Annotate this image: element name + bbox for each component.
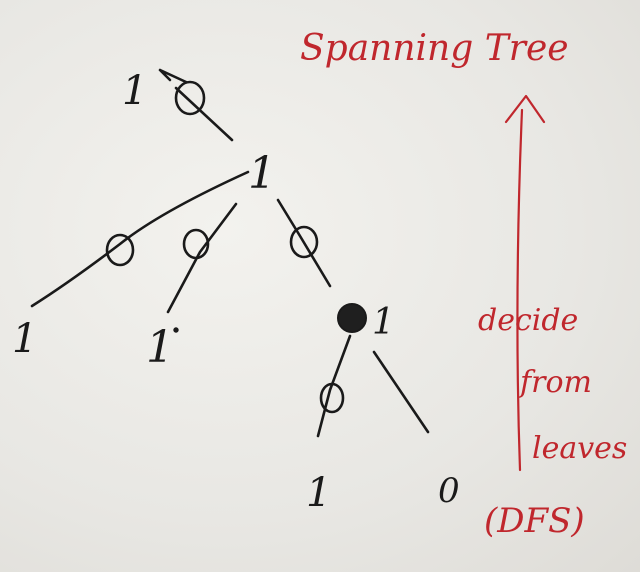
sub-node-filled-circle (337, 303, 367, 333)
edge-mid-to-leaf-b (166, 202, 238, 314)
leaf-a-label: 1 (12, 316, 37, 362)
note-leaves: leaves (532, 431, 627, 466)
leaf-b-dot (173, 327, 179, 333)
edge-sub-to-leaf-d (372, 350, 430, 434)
sub-count-label: 1 (372, 302, 395, 343)
title-text: Spanning Tree (300, 28, 569, 69)
root-zero-circle (174, 80, 206, 116)
note-dfs: (DFS) (484, 501, 585, 541)
root-count-label: 1 (122, 68, 147, 114)
leaf-c-label: 1 (306, 470, 331, 516)
edge-sub-to-leaf-c (316, 334, 352, 438)
mid-count-label: 1 (248, 148, 276, 199)
root-arrow (158, 68, 188, 84)
edge-a-zero-circle (105, 233, 135, 267)
edge-mid-to-leaf-a (30, 170, 250, 308)
leaf-d-label: 0 (438, 471, 460, 511)
root-edge (174, 86, 234, 142)
edge-c-zero-circle (289, 225, 319, 259)
edge-d-zero-circle (319, 382, 345, 414)
edge-mid-to-sub (276, 198, 332, 288)
note-from: from (518, 365, 592, 400)
up-arrow-head (504, 94, 546, 124)
leaf-b-label: 1 (146, 322, 174, 373)
up-arrow (516, 108, 524, 472)
note-decide: decide (478, 303, 578, 338)
edge-b-zero-circle (182, 228, 210, 260)
